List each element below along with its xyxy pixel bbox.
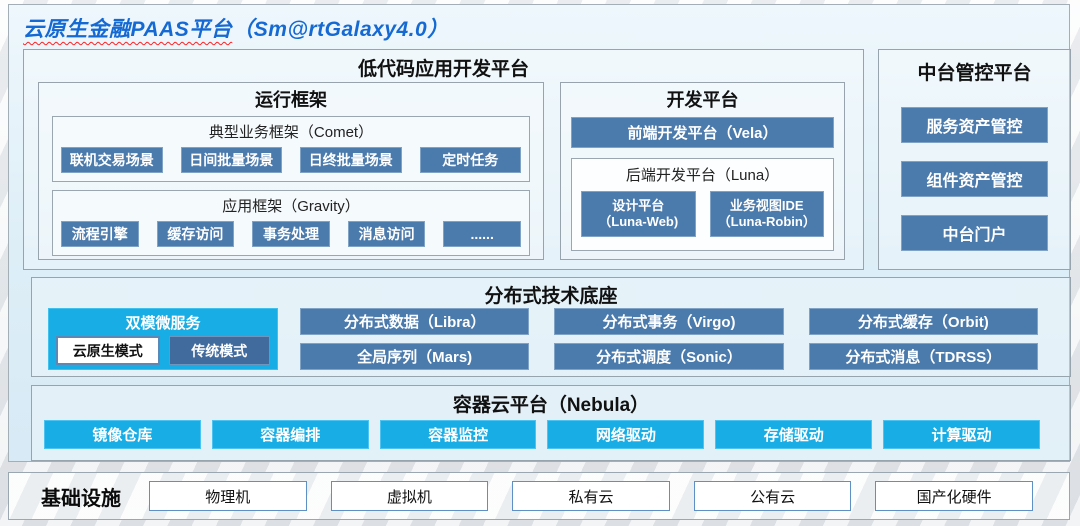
comet-item: 日终批量场景 <box>300 147 402 173</box>
distributed-item: 全局序列（Mars) <box>300 343 530 370</box>
lowcode-inner: 运行框架 典型业务框架（Comet） 联机交易场景 日间批量场景 日终批量场景 … <box>24 82 863 260</box>
main-panel: 云原生金融PAAS平台（Sm@rtGalaxy4.0） 低代码应用开发平台 运行… <box>8 4 1071 462</box>
dev-platform-title: 开发平台 <box>666 90 739 110</box>
dual-mode-microservices-box: 双模微服务 云原生模式 传统模式 <box>48 308 278 370</box>
infrastructure-label: 基础设施 <box>41 487 121 510</box>
distributed-item: 分布式调度（Sonic） <box>554 343 784 370</box>
infrastructure-items: 物理机 虚拟机 私有云 公有云 国产化硬件 <box>149 481 1033 511</box>
container-cloud-items: 镜像仓库 容器编排 容器监控 网络驱动 存储驱动 计算驱动 <box>32 418 1070 449</box>
container-cloud-title: 容器云平台（Nebula） <box>452 395 650 416</box>
gravity-items-row: 流程引擎 缓存访问 事务处理 消息访问 ...... <box>61 221 521 247</box>
comet-item: 定时任务 <box>419 147 521 173</box>
container-cloud-item: 计算驱动 <box>883 420 1040 449</box>
middle-platform-item: 服务资产管控 <box>901 107 1048 143</box>
dev-platform-box: 开发平台 前端开发平台（Vela） 后端开发平台（Luna） 设计平台 （Lun… <box>560 82 845 260</box>
middle-platform-item: 组件资产管控 <box>901 161 1048 197</box>
comet-framework-box: 典型业务框架（Comet） 联机交易场景 日间批量场景 日终批量场景 定时任务 <box>52 116 530 182</box>
lowcode-platform-box: 低代码应用开发平台 运行框架 典型业务框架（Comet） 联机交易场景 日间批量… <box>23 49 864 270</box>
luna-web-line1: 设计平台 <box>612 197 665 213</box>
container-cloud-item: 镜像仓库 <box>44 420 201 449</box>
distributed-base-box: 分布式技术底座 双模微服务 云原生模式 传统模式 分布式数据（Libra） 分布… <box>31 277 1071 377</box>
gravity-item: 事务处理 <box>252 221 330 247</box>
traditional-mode: 传统模式 <box>168 336 270 365</box>
distributed-items-grid: 分布式数据（Libra） 分布式事务（Virgo) 分布式缓存（Orbit) 全… <box>300 308 1038 370</box>
frontend-platform-vela: 前端开发平台（Vela） <box>571 117 834 148</box>
infrastructure-item: 物理机 <box>149 481 307 511</box>
comet-item: 联机交易场景 <box>61 147 163 173</box>
dual-mode-title: 双模微服务 <box>125 315 201 332</box>
luna-robin-item: 业务视图IDE （Luna-Robin） <box>709 191 824 237</box>
container-cloud-box: 容器云平台（Nebula） 镜像仓库 容器编排 容器监控 网络驱动 存储驱动 计… <box>31 385 1071 461</box>
luna-robin-line2: （Luna-Robin） <box>717 214 816 229</box>
page-title-suffix: （Sm@rtGalaxy4.0） <box>232 18 449 41</box>
infrastructure-item: 公有云 <box>693 481 852 511</box>
infrastructure-item: 虚拟机 <box>330 481 489 511</box>
gravity-item: 流程引擎 <box>61 221 139 247</box>
infrastructure-item: 国产化硬件 <box>875 481 1033 511</box>
backend-platform-luna-box: 后端开发平台（Luna） 设计平台 （Luna-Web) 业务视图IDE （Lu… <box>571 158 834 251</box>
gravity-item: 消息访问 <box>347 221 426 247</box>
comet-item: 日间批量场景 <box>180 147 282 173</box>
distributed-item: 分布式消息（TDRSS） <box>808 343 1038 370</box>
middle-platform-item: 中台门户 <box>901 215 1048 251</box>
middle-platform-items: 服务资产管控 组件资产管控 中台门户 <box>879 85 1070 251</box>
container-cloud-item: 网络驱动 <box>547 420 705 449</box>
distributed-content: 双模微服务 云原生模式 传统模式 分布式数据（Libra） 分布式事务（Virg… <box>32 306 1070 370</box>
page-title-main: 云原生金融PAAS平台 <box>23 18 233 41</box>
gravity-item: ...... <box>443 221 521 247</box>
gravity-framework-box: 应用框架（Gravity） 流程引擎 缓存访问 事务处理 消息访问 ...... <box>52 190 530 256</box>
luna-items-row: 设计平台 （Luna-Web) 业务视图IDE （Luna-Robin） <box>581 191 824 237</box>
comet-items-row: 联机交易场景 日间批量场景 日终批量场景 定时任务 <box>61 147 521 173</box>
luna-web-item: 设计平台 （Luna-Web) <box>581 191 696 237</box>
backend-platform-luna-title: 后端开发平台（Luna） <box>625 167 780 184</box>
distributed-item: 分布式事务（Virgo) <box>554 308 784 335</box>
container-cloud-item: 存储驱动 <box>715 420 873 449</box>
infrastructure-panel: 基础设施 物理机 虚拟机 私有云 公有云 国产化硬件 <box>8 472 1070 520</box>
infrastructure-item: 私有云 <box>512 481 670 511</box>
runtime-framework-title: 运行框架 <box>255 90 327 110</box>
middle-platform-box: 中台管控平台 服务资产管控 组件资产管控 中台门户 <box>878 49 1071 270</box>
distributed-item: 分布式缓存（Orbit) <box>808 308 1038 335</box>
lowcode-platform-title: 低代码应用开发平台 <box>357 59 529 80</box>
dual-mode-row: 云原生模式 传统模式 <box>56 336 270 365</box>
cloud-native-mode: 云原生模式 <box>56 336 160 365</box>
runtime-framework-box: 运行框架 典型业务框架（Comet） 联机交易场景 日间批量场景 日终批量场景 … <box>38 82 544 260</box>
container-cloud-item: 容器编排 <box>211 420 369 449</box>
luna-robin-line1: 业务视图IDE <box>729 197 804 213</box>
gravity-item: 缓存访问 <box>156 221 235 247</box>
luna-web-line2: （Luna-Web) <box>598 214 679 229</box>
distributed-item: 分布式数据（Libra） <box>300 308 530 335</box>
gravity-framework-title: 应用框架（Gravity） <box>222 198 360 215</box>
container-cloud-item: 容器监控 <box>379 420 537 449</box>
page-title: 云原生金融PAAS平台（Sm@rtGalaxy4.0） <box>23 13 449 43</box>
distributed-base-title: 分布式技术底座 <box>484 286 618 307</box>
middle-platform-title: 中台管控平台 <box>917 63 1032 84</box>
comet-framework-title: 典型业务框架（Comet） <box>208 124 374 141</box>
